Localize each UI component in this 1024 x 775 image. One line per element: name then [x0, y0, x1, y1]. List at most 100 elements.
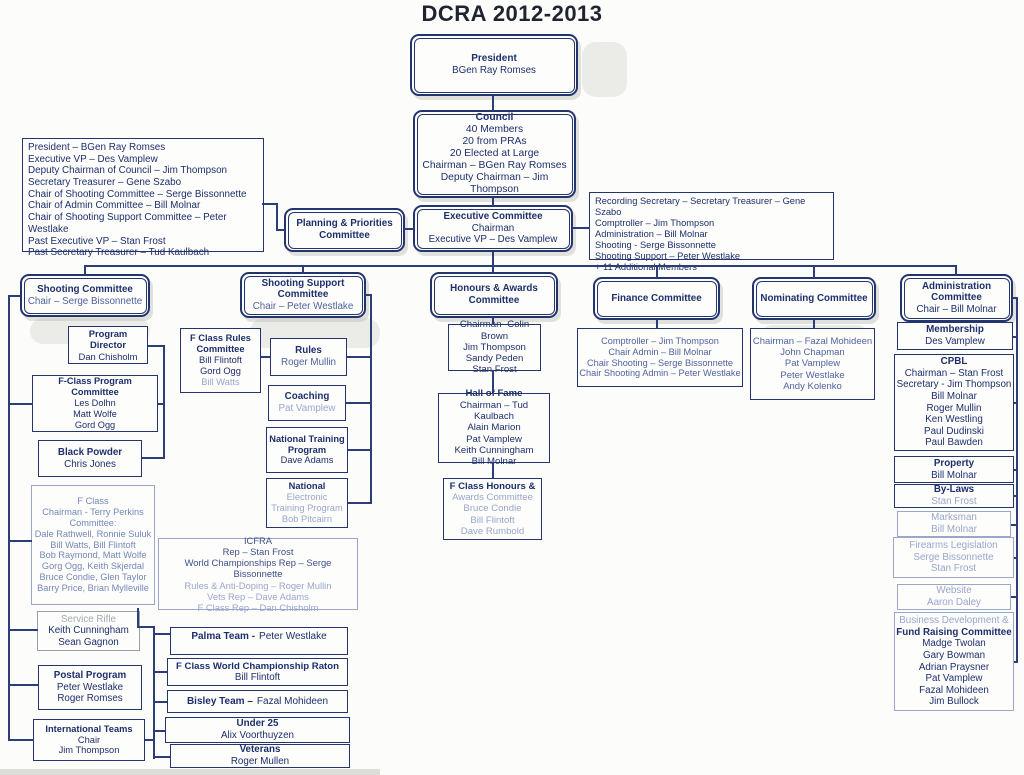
- connector-line: [145, 739, 154, 741]
- box-body: Chairman - Terry Perkins Committee: Dale…: [34, 506, 152, 593]
- box-coaching: Coaching Pat Vamplew: [268, 385, 346, 421]
- box-body: Peter Westlake Roger Romses: [56, 681, 124, 705]
- box-title: F-Class Program Committee: [58, 376, 132, 398]
- connector-line: [492, 252, 494, 266]
- box-title: ICFRA: [243, 535, 273, 547]
- connector-line: [1014, 557, 1017, 559]
- connector-line: [813, 265, 815, 278]
- connector-line: [1014, 469, 1017, 471]
- box-title: F Class Honours &: [449, 480, 536, 492]
- connector-line: [404, 228, 414, 230]
- box-body: Chairman – Stan Frost Secretary - Jim Th…: [896, 367, 1012, 449]
- connector-line: [153, 756, 170, 758]
- box-firearms-legislation: Firearms Legislation Serge Bissonnette S…: [893, 537, 1014, 578]
- box-title: Council: [475, 111, 514, 123]
- box-national-electronic-training-program: National Electronic Training Program Bob…: [266, 478, 348, 528]
- connector-line: [153, 671, 167, 673]
- box-honours-members: Chairman- Colin Brown Jim Thompson Sandy…: [448, 319, 541, 375]
- box-marksman: Marksman Bill Molnar: [897, 511, 1011, 537]
- box-title: Nominating Committee: [760, 292, 868, 304]
- box-cpbl: CPBL Chairman – Stan Frost Secretary - J…: [894, 354, 1014, 451]
- box-title: F Class World Championship Raton: [176, 660, 339, 672]
- connector-line: [8, 739, 34, 741]
- box-title: Marksman: [931, 512, 977, 524]
- box-veterans: Veterans Roger Mullen: [170, 744, 350, 768]
- box-body: Firearms Legislation Serge Bissonnette S…: [909, 540, 998, 575]
- box-council: Council 40 Members 20 from PRAs 20 Elect…: [413, 110, 576, 198]
- box-body: Bill Molnar: [931, 469, 977, 481]
- box-body: Chair Jim Thompson: [58, 734, 120, 756]
- box-body: Peter Westlake: [259, 631, 327, 642]
- box-body-faded: Rules & Anti-Doping – Roger Mullin Vets …: [184, 579, 332, 613]
- box-body: BGen Ray Romses: [452, 65, 536, 77]
- box-body: Rep – Stan Frost World Championships Rep…: [184, 546, 332, 580]
- connector-line: [137, 608, 139, 628]
- box-body: Chair – Serge Bissonnette: [27, 295, 143, 307]
- box-body-faded: Bill Watts: [201, 376, 240, 387]
- box-f-class-world-championship-raton: F Class World Championship Raton Bill Fl…: [167, 658, 348, 686]
- box-title: Palma Team -: [191, 631, 256, 642]
- box-service-rifle: Service Rifle Keith Cunningham Sean Gagn…: [37, 611, 140, 651]
- box-business-development-fund-raising: Business Development & Fund Raising Comm…: [894, 612, 1014, 711]
- box-body: Roger Mullen: [230, 756, 290, 767]
- connector-line: [261, 356, 271, 358]
- connector-line: [276, 203, 278, 230]
- connector-line: [8, 629, 38, 631]
- scan-artifact-strip: [0, 769, 380, 775]
- connector-line: [656, 320, 658, 329]
- box-honours-awards-committee: Honours & Awards Committee: [430, 272, 558, 318]
- box-rules: Rules Roger Mullin: [270, 338, 347, 376]
- box-body: Chair – Peter Westlake: [252, 300, 354, 312]
- box-body: Alix Voorthuyzen: [221, 730, 294, 741]
- box-body: Des Vamplew: [925, 336, 985, 347]
- box-title: Administration Committee: [921, 280, 992, 304]
- connector-line: [813, 320, 815, 329]
- connector-line: [492, 96, 494, 111]
- box-f-class: F Class Chairman - Terry Perkins Committ…: [31, 485, 155, 605]
- connector-line: [492, 463, 494, 479]
- box-membership: Membership Des Vamplew: [897, 322, 1013, 350]
- box-body: Website Aaron Daley: [927, 585, 981, 608]
- page-title: DCRA 2012-2013: [421, 1, 603, 26]
- box-title: National Training Program: [269, 433, 345, 455]
- connector-line: [1014, 661, 1017, 663]
- box-body: Chris Jones: [64, 458, 116, 470]
- box-title: Executive Committee: [443, 211, 543, 223]
- connector-line: [163, 345, 165, 459]
- connector-line: [370, 294, 372, 504]
- connector-line: [492, 371, 494, 394]
- connector-line: [346, 402, 372, 404]
- box-body: Bill Flintoft Gord Ogg: [199, 355, 242, 376]
- box-executive-committee: Executive Committee Chairman Executive V…: [413, 205, 573, 252]
- box-title: F Class: [77, 496, 109, 507]
- box-body: Chairman – Fazal Mohideen John Chapman P…: [752, 335, 873, 392]
- connector-line: [142, 457, 165, 459]
- box-president: President BGen Ray Romses: [410, 34, 578, 96]
- box-body: Dan Chisholm: [78, 350, 138, 362]
- box-shooting-support-committee: Shooting Support Committee Chair – Peter…: [240, 272, 366, 318]
- box-title: By-Laws: [933, 484, 975, 496]
- box-title: Planning & Priorities Committee: [296, 218, 393, 241]
- connector-line: [1011, 596, 1017, 598]
- box-f-class-honours-awards-committee: F Class Honours & Awards Committee Bruce…: [443, 478, 542, 540]
- box-black-powder: Black Powder Chris Jones: [38, 440, 142, 477]
- connector-line: [348, 449, 372, 451]
- box-under-25: Under 25 Alix Voorthuyzen: [165, 717, 350, 743]
- connector-line: [347, 356, 372, 358]
- box-body-faded: Electronic Training Program Bob Pitcairn: [271, 492, 343, 524]
- box-body: Keith Cunningham Sean Gagnon: [48, 625, 129, 648]
- box-program-director: Program Director Dan Chisholm: [68, 326, 148, 364]
- connector-line: [8, 295, 21, 297]
- box-title: National: [288, 481, 326, 492]
- connector-line: [153, 633, 170, 635]
- box-body: Comptroller – Jim Thompson Chair Admin –…: [579, 335, 741, 379]
- connector-line: [302, 265, 304, 273]
- box-finance-committee: Finance Committee: [593, 277, 720, 320]
- box-title: Shooting Support Committee: [261, 277, 345, 301]
- connector-line: [8, 540, 32, 542]
- connector-line: [157, 403, 165, 405]
- box-bisley-team: Bisley Team – Fazal Mohideen: [167, 690, 348, 713]
- box-title: Honours & Awards Committee: [450, 283, 538, 306]
- box-postal-program: Postal Program Peter Westlake Roger Roms…: [38, 665, 142, 710]
